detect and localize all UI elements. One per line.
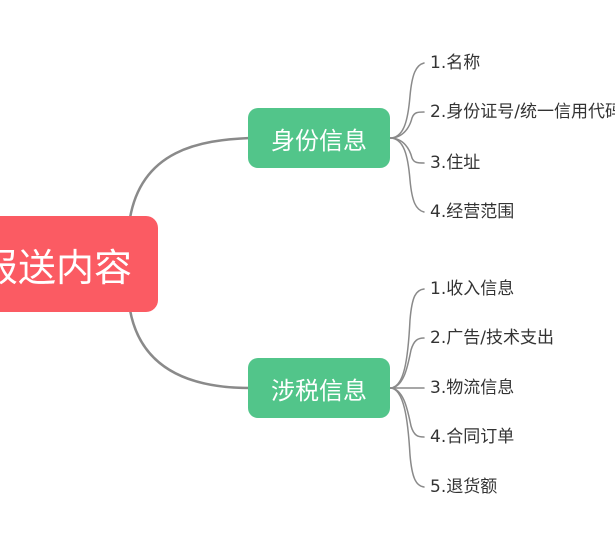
tax-bracket-3: [389, 387, 425, 438]
identity-bracket-top: [389, 62, 425, 139]
tax-bracket-bottom: [389, 387, 425, 488]
leaf-item[interactable]: 1.名称: [430, 53, 481, 73]
leaf-item[interactable]: 3.物流信息: [430, 378, 515, 398]
leaf-item[interactable]: 3.住址: [430, 153, 481, 173]
tax-bracket-top: [389, 288, 425, 389]
tax-bracket-1: [389, 337, 425, 389]
root-to-identity-connector: [128, 136, 252, 220]
identity-bracket-2: [389, 137, 425, 164]
root-node[interactable]: 报送内容: [0, 216, 158, 312]
leaf-item[interactable]: 2.广告/技术支出: [430, 328, 554, 348]
identity-bracket-1: [389, 111, 425, 139]
branch-label: 涉税信息: [271, 376, 367, 405]
leaf-item[interactable]: 1.收入信息: [430, 279, 515, 299]
leaf-item[interactable]: 4.经营范围: [430, 202, 515, 222]
leaf-item[interactable]: 5.退货额: [430, 477, 498, 497]
branch-tax-info[interactable]: 涉税信息: [248, 358, 390, 418]
leaf-item[interactable]: 4.合同订单: [430, 427, 515, 447]
root-label: 报送内容: [0, 245, 132, 290]
branch-identity-info[interactable]: 身份信息: [248, 108, 390, 168]
root-to-tax-connector: [128, 308, 252, 390]
leaf-item[interactable]: 2.身份证号/统一信用代码: [430, 102, 615, 122]
identity-bracket-bottom: [389, 137, 425, 213]
branch-label: 身份信息: [271, 126, 367, 155]
